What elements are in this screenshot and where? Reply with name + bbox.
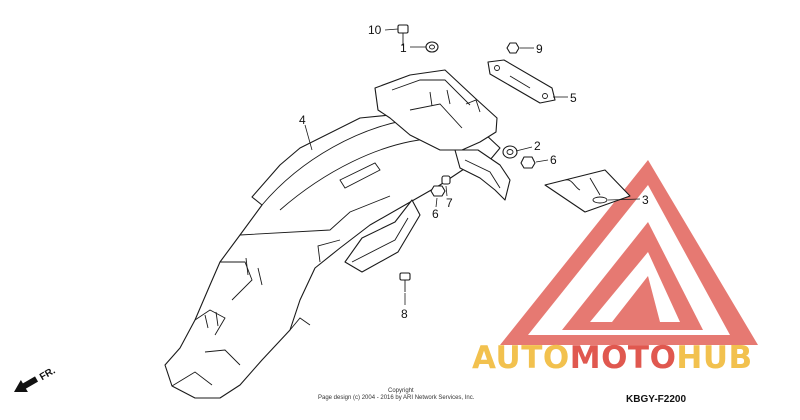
callout-6b: 6 xyxy=(432,207,439,221)
svg-text:AUTOMOTOHUB: AUTOMOTOHUB xyxy=(472,340,753,376)
hardware-clip-7 xyxy=(441,175,451,185)
hardware-nut-6b xyxy=(430,185,446,197)
copyright-title: Copyright xyxy=(388,388,414,394)
brand-hub: HUB xyxy=(676,340,752,376)
mud-flap-part xyxy=(344,199,421,273)
brand-auto: AUTO xyxy=(472,340,570,376)
hardware-nut-8 xyxy=(506,42,520,54)
hardware-grommet-2 xyxy=(502,145,518,159)
brand-moto: MOTO xyxy=(570,340,677,376)
plate-cover-part xyxy=(544,169,631,213)
callout-9: 8 xyxy=(401,307,408,321)
diagram-code: KBGY-F2200 xyxy=(626,394,686,405)
hardware-bolt-10 xyxy=(397,24,409,46)
callout-3: 3 xyxy=(642,193,649,207)
reflector-bracket-part xyxy=(487,59,556,104)
callout-8: 9 xyxy=(536,42,543,56)
hardware-grommet-1 xyxy=(425,41,439,53)
front-label: FR. xyxy=(38,365,58,383)
callout-2: 2 xyxy=(534,139,541,153)
hardware-screw-9 xyxy=(399,272,411,292)
callout-labels: 10 1 9 5 4 2 6 6 7 3 8 xyxy=(299,23,649,321)
watermark-logo xyxy=(500,160,758,345)
fender-tail-part xyxy=(454,149,511,201)
callout-10: 10 xyxy=(368,23,382,37)
watermark-brand: AUTOMOTOHUB xyxy=(472,340,753,376)
callout-leaders xyxy=(304,28,641,305)
front-arrow: FR. xyxy=(14,365,58,393)
callout-6a: 6 xyxy=(550,153,557,167)
rear-fender-part xyxy=(164,111,501,399)
fender-upper-housing xyxy=(374,69,498,151)
hardware-nut-6a xyxy=(520,156,536,169)
copyright-notice: Page design (c) 2004 - 2016 by ARI Netwo… xyxy=(318,395,475,401)
callout-1: 1 xyxy=(400,41,407,55)
callout-5: 5 xyxy=(570,91,577,105)
callout-4: 4 xyxy=(299,113,306,127)
callout-7: 7 xyxy=(446,196,453,210)
